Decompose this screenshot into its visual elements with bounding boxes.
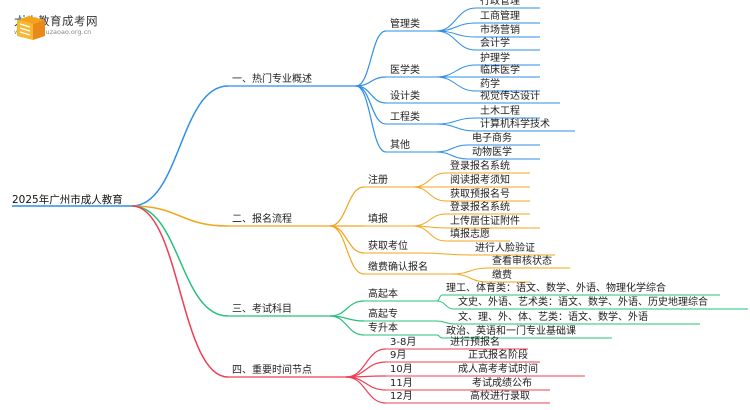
connector-curve	[355, 30, 387, 87]
leaf-node: 临床医学	[480, 65, 520, 76]
leaf-node: 缴费	[492, 270, 512, 281]
connector-curve	[436, 334, 443, 339]
connector-curve	[412, 225, 447, 242]
leaf-node: 文、理、外、体、艺类：语文、数学、外语	[458, 312, 648, 323]
connector-curve	[345, 361, 387, 378]
category-node: 3-8月	[390, 337, 417, 348]
leaf-node: 计算机科学技术	[480, 119, 550, 130]
brand-header: 大牛教育成考网 www.daniuzaoao.org.cn	[14, 14, 98, 40]
root-topic: 2025年广州市成人教育	[12, 194, 123, 206]
leaf-node: 会计学	[480, 38, 510, 49]
connector-curve	[131, 85, 229, 207]
leaf-node: 市场营销	[480, 25, 520, 36]
connector-curve	[436, 294, 443, 302]
category-node: 10月	[390, 364, 413, 375]
leaf-node: 考试成绩公布	[472, 378, 532, 389]
book-logo-icon	[17, 15, 45, 40]
connector-curve	[435, 30, 477, 51]
category-node: 填报	[368, 214, 388, 225]
leaf-node: 土木工程	[480, 106, 520, 117]
branch-title: 二、报名流程	[232, 214, 292, 225]
leaf-node: 行政管理	[480, 0, 520, 7]
leaf-node: 登录报名系统	[450, 161, 510, 172]
leaf-node: 药学	[480, 79, 500, 90]
connector-curve	[355, 85, 387, 153]
category-node: 工程类	[390, 112, 420, 123]
leaf-node: 成人高考考试时间	[458, 364, 538, 375]
leaf-node: 查看审核状态	[492, 256, 552, 267]
leaf-node: 进行人脸验证	[475, 243, 535, 254]
leaf-node: 护理学	[480, 53, 510, 64]
category-node: 设计类	[390, 91, 420, 102]
leaf-node: 上传居住证附件	[450, 216, 520, 227]
category-node: 其他	[390, 140, 410, 151]
leaf-node: 填报志愿	[450, 229, 490, 240]
category-node: 注册	[368, 175, 388, 186]
category-node: 9月	[390, 350, 407, 361]
leaf-node: 登录报名系统	[450, 202, 510, 213]
leaf-node: 视觉传达设计	[480, 91, 540, 102]
connector-curve	[435, 144, 469, 153]
category-node: 11月	[390, 378, 413, 389]
branch-title: 一、热门专业概述	[232, 74, 312, 85]
connector-curve	[329, 315, 365, 336]
leaf-node: 政治、英语和一门专业基础课	[446, 326, 576, 337]
connector-curve	[435, 123, 477, 132]
leaf-node: 文史、外语、艺术类：语文、数学、外语、历史地理综合	[458, 297, 708, 308]
connector-curve	[435, 64, 477, 78]
category-node: 12月	[390, 391, 413, 402]
leaf-node: 高校进行录取	[470, 391, 530, 402]
category-node: 高起本	[368, 289, 398, 300]
connector-curve	[420, 252, 472, 256]
connector-curve	[412, 213, 447, 227]
connector-curve	[436, 300, 455, 310]
category-node: 管理类	[390, 19, 420, 30]
connector-curve	[451, 267, 489, 275]
connector-curve	[435, 76, 477, 92]
connector-curve	[131, 205, 229, 227]
leaf-node: 正式报名阶段	[468, 350, 528, 361]
leaf-node: 阅读报考须知	[450, 175, 510, 186]
branch-title: 四、重要时间节点	[232, 365, 312, 376]
leaf-node: 获取预报名号	[450, 189, 510, 200]
leaf-node: 理工、体育类：语文、数学、外语、物理化学综合	[446, 283, 666, 294]
connector-curve	[435, 7, 477, 32]
connector-curve	[412, 172, 447, 188]
leaf-node: 电子商务	[472, 133, 512, 144]
connector-curve	[436, 320, 455, 325]
connector-curve	[345, 376, 387, 404]
leaf-node: 进行预报名	[450, 337, 500, 348]
category-node: 获取考位	[368, 241, 408, 252]
leaf-node: 动物医学	[472, 147, 512, 158]
category-node: 医学类	[390, 65, 420, 76]
leaf-node: 工商管理	[480, 11, 520, 22]
connector-curve	[131, 205, 229, 317]
brand-url: www.daniuzaoao.org.cn	[14, 28, 92, 36]
connector-curve	[131, 205, 229, 378]
branch-title: 三、考试科目	[232, 304, 292, 315]
connector-curve	[329, 186, 365, 227]
category-node: 专升本	[368, 323, 398, 334]
category-node: 缴费确认报名	[368, 262, 428, 273]
connector-curve	[412, 186, 447, 202]
connector-curve	[345, 376, 387, 391]
connector-curve	[329, 300, 365, 317]
connector-curve	[329, 225, 365, 275]
connector-curve	[435, 117, 477, 125]
category-node: 高起专	[368, 309, 398, 320]
connector-curve	[435, 151, 469, 160]
connector-curve	[451, 273, 489, 283]
